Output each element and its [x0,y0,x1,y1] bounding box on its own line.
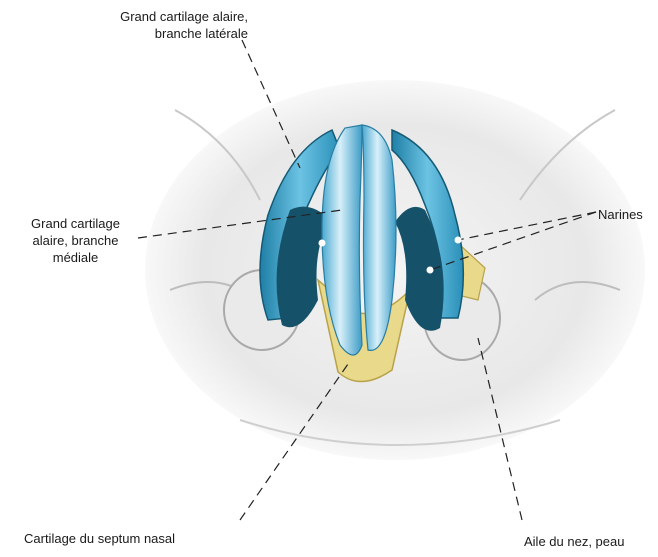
label-line: Grand cartilage [8,215,143,232]
label-line: branche latérale [120,25,248,42]
label-line: alaire, branche [8,232,143,249]
label-line: médiale [8,249,143,266]
label-nostrils: Narines [598,206,643,223]
label-lateral-crus: Grand cartilage alaire, branche latérale [120,8,248,42]
label-medial-crus: Grand cartilage alaire, branche médiale [8,215,143,266]
label-septal-cartilage: Cartilage du septum nasal [24,530,175,547]
label-line: Grand cartilage alaire, [120,8,248,25]
label-alar-skin: Aile du nez, peau [524,533,624,550]
medial-crura [322,125,396,355]
